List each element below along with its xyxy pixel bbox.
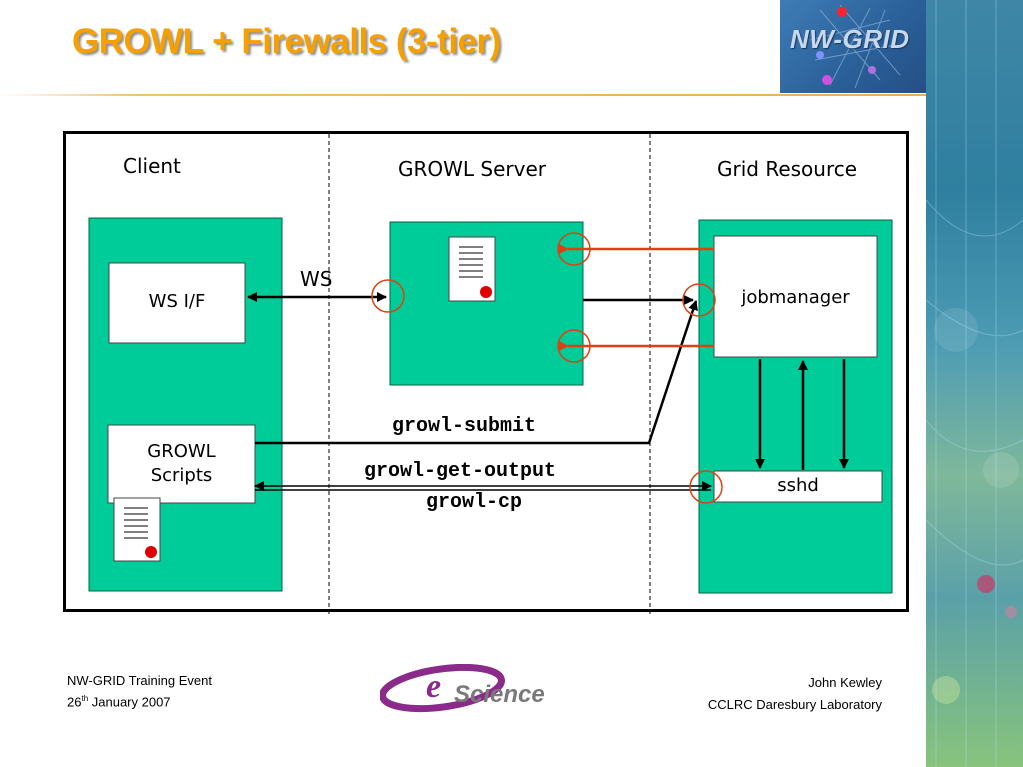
escience-logo: e Science (379, 663, 600, 718)
architecture-diagram: Client GROWL Server Grid Resource WS I/F… (63, 131, 909, 615)
svg-text:e: e (426, 668, 441, 705)
document-icon (113, 497, 161, 562)
growl-cp-label: growl-cp (426, 491, 523, 514)
growl-submit-arrow (255, 300, 698, 445)
growl-scripts-label-line1: GROWL (147, 441, 216, 462)
footer-org: CCLRC Daresbury Laboratory (707, 697, 882, 712)
ws-if-box (108, 262, 246, 344)
footer-date-rest: January 2007 (88, 694, 171, 710)
page-title: GROWL + Firewalls (3-tier) (72, 22, 501, 61)
growl-scripts-box (107, 424, 256, 504)
jobmanager-box (713, 235, 878, 358)
port-ring (557, 232, 591, 266)
nw-grid-logo-text: NW-GRID (790, 24, 910, 54)
column-heading-server: GROWL Server (398, 157, 546, 181)
sshd-box (713, 470, 883, 503)
ws-label: WS (300, 267, 333, 291)
footer-date-day: 26 (67, 694, 82, 710)
sshd-label: sshd (777, 475, 819, 496)
decorative-side-panel (926, 0, 1023, 767)
footer-date-suffix: th (81, 694, 89, 703)
growl-get-output-label: growl-get-output (364, 460, 557, 483)
escience-logo-text: Science (454, 681, 545, 708)
port-ring (557, 329, 591, 363)
diagram-graphics (88, 134, 893, 615)
title-divider (0, 94, 926, 96)
jobmanager-label: jobmanager (741, 287, 850, 308)
port-ring (371, 279, 405, 313)
escience-logo-graphic: e Science (379, 663, 545, 713)
ws-if-label: WS I/F (148, 291, 206, 312)
growl-scripts-label-line2: Scripts (150, 465, 213, 486)
footer-date: 26th January 2007 (67, 694, 171, 709)
column-heading-resource: Grid Resource (717, 157, 858, 181)
port-ring (682, 283, 716, 317)
document-icon (448, 236, 496, 302)
port-ring (689, 470, 723, 504)
growl-scripts-label: GROWL Scripts (108, 440, 255, 488)
growl-submit-label: growl-submit (392, 415, 537, 438)
column-heading-client: Client (123, 154, 181, 178)
side-panel-pattern (926, 0, 1023, 767)
nw-grid-logo-graphic (809, 4, 901, 89)
footer-event: NW-GRID Training Event (67, 673, 212, 688)
nw-grid-logo: NW-GRID (780, 0, 926, 93)
footer-author: John Kewley (808, 675, 882, 690)
